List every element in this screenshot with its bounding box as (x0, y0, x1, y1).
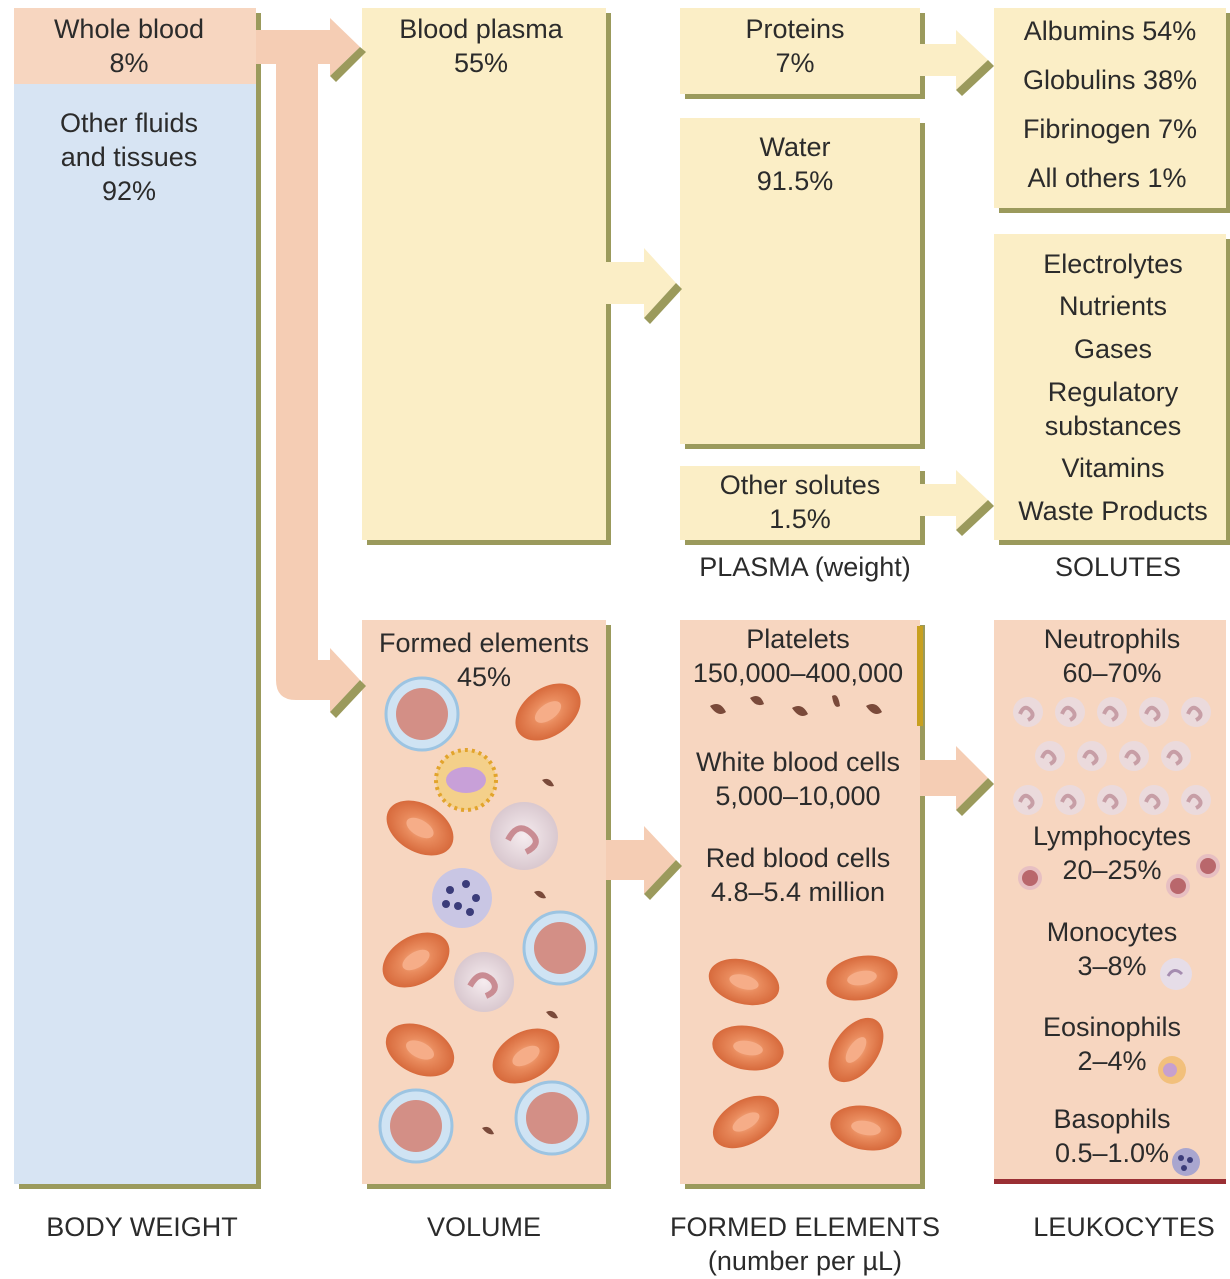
leukocytes-caption: LEUKOCYTES (1006, 1210, 1230, 1244)
wbc-arrow (920, 746, 994, 816)
solutes-caption: SOLUTES (994, 550, 1230, 584)
volume-cells (373, 672, 596, 1162)
lymphocyte-cell-icon (516, 1082, 588, 1154)
lymphocyte-icons (1018, 854, 1220, 898)
neutrophil-icon (1097, 785, 1127, 815)
neutrophil-icon (1181, 697, 1211, 727)
lymphocyte-cell-icon (386, 678, 458, 750)
neutrophil-icon (1077, 741, 1107, 771)
plasma-arrow (606, 248, 682, 324)
neutrophil-icon (1161, 741, 1191, 771)
red-blood-cell-icon (373, 921, 459, 999)
rbc-icons (704, 950, 906, 1159)
basophil-cell-icon (432, 868, 492, 928)
neutrophil-icon (1097, 697, 1127, 727)
monocyte-cell-icon (490, 802, 558, 870)
platelet-icon (546, 1011, 558, 1019)
platelet-icon (482, 1127, 494, 1135)
neutrophil-icon (1035, 741, 1065, 771)
neutrophil-icon (1181, 785, 1211, 815)
neutrophil-icon (1119, 741, 1149, 771)
monocyte-cell-icon (454, 952, 514, 1012)
formed-elements-units: (number per µL) (640, 1244, 970, 1278)
lymphocyte-cell-icon (380, 1090, 452, 1162)
body-weight-caption: BODY WEIGHT (14, 1210, 270, 1244)
proteins-arrow (920, 30, 994, 96)
neutrophil-icon (1139, 785, 1169, 815)
neutrophil-icon (1139, 697, 1169, 727)
eosinophil-cell-icon (436, 750, 496, 810)
lymphocyte-cell-icon (524, 912, 596, 984)
neutrophil-icon (1055, 697, 1085, 727)
monocyte-icon (1160, 958, 1192, 990)
formed-elements-arrow (606, 826, 682, 900)
basophil-icon (1172, 1148, 1200, 1176)
neutrophil-icon (1055, 785, 1085, 815)
eosinophil-icon (1158, 1056, 1186, 1084)
neutrophil-icon (1013, 785, 1043, 815)
platelet-icons (710, 695, 882, 716)
red-blood-cell-icon (505, 672, 592, 753)
plasma-caption: PLASMA (weight) (680, 550, 930, 584)
neutrophil-icons (1013, 697, 1211, 815)
formed-elements-caption: FORMED ELEMENTS (640, 1210, 970, 1244)
volume-caption: VOLUME (362, 1210, 606, 1244)
whole-blood-arrow (256, 18, 366, 718)
red-blood-cell-icon (377, 1013, 463, 1087)
neutrophil-icon (1013, 697, 1043, 727)
platelet-icon (534, 891, 546, 899)
solutes-arrow (920, 470, 994, 536)
platelet-icon (542, 779, 554, 787)
